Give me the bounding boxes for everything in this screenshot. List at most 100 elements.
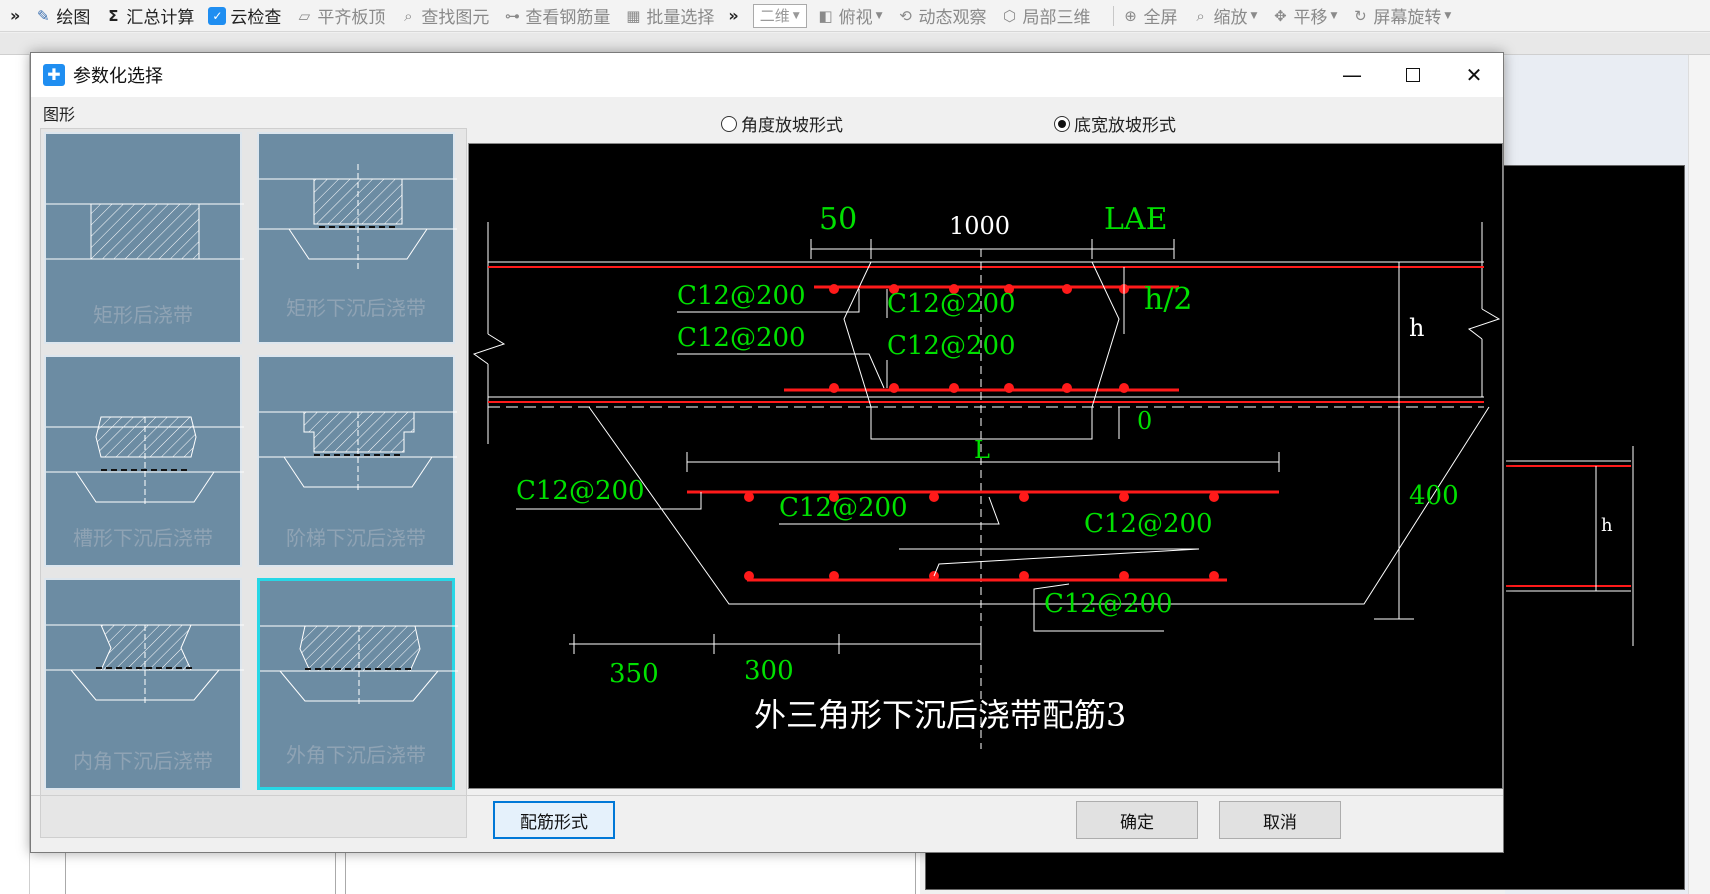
bottom-property-grid <box>30 852 920 894</box>
shape-tile-label: 内角下沉后浇带 <box>73 749 213 773</box>
shape-tile-label: 槽形下沉后浇带 <box>73 526 213 550</box>
radio-base-width-slope[interactable]: 底宽放坡形式 <box>1054 111 1176 136</box>
shape-tile-outer-angle-sunken[interactable]: 外角下沉后浇带 <box>257 578 458 790</box>
rotate-screen-icon: ↻ <box>1354 6 1367 25</box>
toolbar-overflow-icon[interactable]: » <box>10 6 21 25</box>
dim-1000-label: 1000 <box>949 212 1010 240</box>
shape-tile-inner-angle-sunken[interactable]: 内角下沉后浇带 <box>44 578 244 790</box>
dialog-title: 参数化选择 <box>73 66 163 87</box>
close-button[interactable]: ✕ <box>1443 53 1505 97</box>
view-rebar-button[interactable]: ⊶ 查看钢筋量 <box>503 3 611 29</box>
dim-350-label: 350 <box>609 659 659 689</box>
find-element-button[interactable]: ⌕ 查找图元 <box>399 3 489 29</box>
dialog-footer: 配筋形式 确定 取消 <box>31 795 1503 853</box>
dim-0-label: 0 <box>1137 407 1152 435</box>
dialog-titlebar[interactable]: ✚ 参数化选择 — ✕ <box>31 53 1503 97</box>
rebar-label-6: C12@200 <box>779 493 908 523</box>
parametric-select-dialog: ✚ 参数化选择 — ✕ 图形 <box>30 52 1504 853</box>
rebar-form-button[interactable]: 配筋形式 <box>493 801 615 839</box>
cancel-label: 取消 <box>1263 812 1297 833</box>
toolbar-overflow2-icon[interactable]: » <box>728 6 739 25</box>
fullscreen-button[interactable]: ⊕ 全屏 <box>1122 3 1178 29</box>
bg-h-label: h <box>1601 515 1613 536</box>
toolbar-divider <box>1112 5 1114 26</box>
dynamic-observe-button[interactable]: ⟲ 动态观察 <box>897 3 987 29</box>
main-toolbar: » ✎ 绘图 Σ 汇总计算 ✓ 云检查 ▱ 平齐板顶 ⌕ 查找图元 ⊶ 查看钢筋… <box>0 0 1710 32</box>
dynamic-observe-icon: ⟲ <box>899 6 912 25</box>
fullscreen-icon: ⊕ <box>1124 6 1137 25</box>
summary-calc-label: 汇总计算 <box>126 8 195 28</box>
fullscreen-label: 全屏 <box>1143 8 1178 28</box>
dim-L-label: L <box>974 436 990 464</box>
ok-button[interactable]: 确定 <box>1076 801 1198 839</box>
rect-sunken-shape-preview <box>259 164 457 269</box>
batch-select-label: 批量选择 <box>646 8 715 28</box>
radio-indicator <box>721 115 737 132</box>
local-3d-label: 局部三维 <box>1022 8 1091 28</box>
align-slab-button[interactable]: ▱ 平齐板顶 <box>295 3 386 29</box>
draw-button[interactable]: ✎ 绘图 <box>34 3 90 29</box>
local-3d-button[interactable]: ⬡ 局部三维 <box>1001 3 1091 29</box>
rotate-screen-label: 屏幕旋转 <box>1373 8 1442 28</box>
shape-tile-label: 外角下沉后浇带 <box>286 743 426 767</box>
step-sunken-shape-preview <box>259 411 457 492</box>
cloud-check-icon: ✓ <box>208 6 227 25</box>
cloud-check-button[interactable]: ✓ 云检查 <box>208 3 281 28</box>
chevron-down-icon: ▼ <box>792 10 800 21</box>
left-dock-panel <box>0 55 30 894</box>
rotate-screen-button[interactable]: ↻ 屏幕旋转 ▼ <box>1351 3 1452 29</box>
zoom-button[interactable]: ⌕ 缩放 ▼ <box>1192 3 1257 29</box>
rebar-label-2: C12@200 <box>677 323 806 353</box>
inner-angle-shape-preview <box>46 624 244 705</box>
minimize-button[interactable]: — <box>1321 53 1383 97</box>
zoom-label: 缩放 <box>1213 8 1248 28</box>
grid-column-line <box>65 853 66 894</box>
vertical-scrollbar[interactable] <box>1688 55 1710 894</box>
view-rebar-icon: ⊶ <box>504 6 520 25</box>
chevron-down-icon: ▼ <box>1444 10 1452 21</box>
cancel-button[interactable]: 取消 <box>1219 801 1341 839</box>
align-slab-icon: ▱ <box>298 6 311 25</box>
dim-50-label: 50 <box>819 202 857 237</box>
rect-shape-preview <box>46 203 244 260</box>
view-mode-value: 二维 <box>759 7 790 25</box>
align-slab-label: 平齐板顶 <box>317 8 386 28</box>
radio-angle-slope[interactable]: 角度放坡形式 <box>721 111 843 136</box>
dim-h-label: h <box>1409 314 1424 342</box>
radio-indicator <box>1054 115 1070 132</box>
rebar-form-label: 配筋形式 <box>520 812 588 833</box>
pan-button[interactable]: ✥ 平移 ▼ <box>1271 3 1338 29</box>
chevron-down-icon: ▼ <box>1330 10 1338 21</box>
grid-column-line <box>345 853 346 894</box>
find-element-icon: ⌕ <box>404 6 413 25</box>
maximize-button[interactable] <box>1382 53 1444 97</box>
view-rebar-label: 查看钢筋量 <box>525 8 611 28</box>
app-logo-icon: ✚ <box>43 64 65 86</box>
maximize-icon <box>1406 68 1420 82</box>
dim-lae-label: LAE <box>1104 202 1168 237</box>
dynamic-observe-label: 动态观察 <box>918 8 987 28</box>
shape-tile-rect-sunken[interactable]: 矩形下沉后浇带 <box>257 132 457 344</box>
pan-icon: ✥ <box>1274 6 1287 25</box>
batch-select-button[interactable]: ▦ 批量选择 <box>624 3 715 29</box>
rebar-preview-canvas: 50 1000 LAE h/2 h 0 L 400 <box>468 143 1503 789</box>
shape-tile-groove-sunken[interactable]: 槽形下沉后浇带 <box>44 355 244 567</box>
shape-tile-label: 矩形后浇带 <box>93 303 193 327</box>
rebar-label-5: C12@200 <box>516 476 645 506</box>
rebar-label-4: C12@200 <box>887 331 1016 361</box>
top-view-label: 俯视 <box>838 8 873 28</box>
shape-tile-rect[interactable]: 矩形后浇带 <box>44 132 244 344</box>
ok-label: 确定 <box>1120 812 1154 833</box>
grid-column-line <box>915 853 916 894</box>
groove-sunken-shape-preview <box>46 416 244 507</box>
shape-tile-step-sunken[interactable]: 阶梯下沉后浇带 <box>257 355 457 567</box>
rebar-dots <box>744 284 1219 581</box>
background-drawing: h <box>1506 446 1634 646</box>
dim-400-label: 400 <box>1409 481 1459 511</box>
view-mode-select[interactable]: 二维 ▼ <box>752 3 807 28</box>
summary-calc-button[interactable]: Σ 汇总计算 <box>104 3 195 29</box>
top-view-button[interactable]: ◧ 俯视 ▼ <box>817 3 883 29</box>
outer-angle-shape-preview <box>260 625 458 706</box>
zoom-icon: ⌕ <box>1196 6 1205 25</box>
